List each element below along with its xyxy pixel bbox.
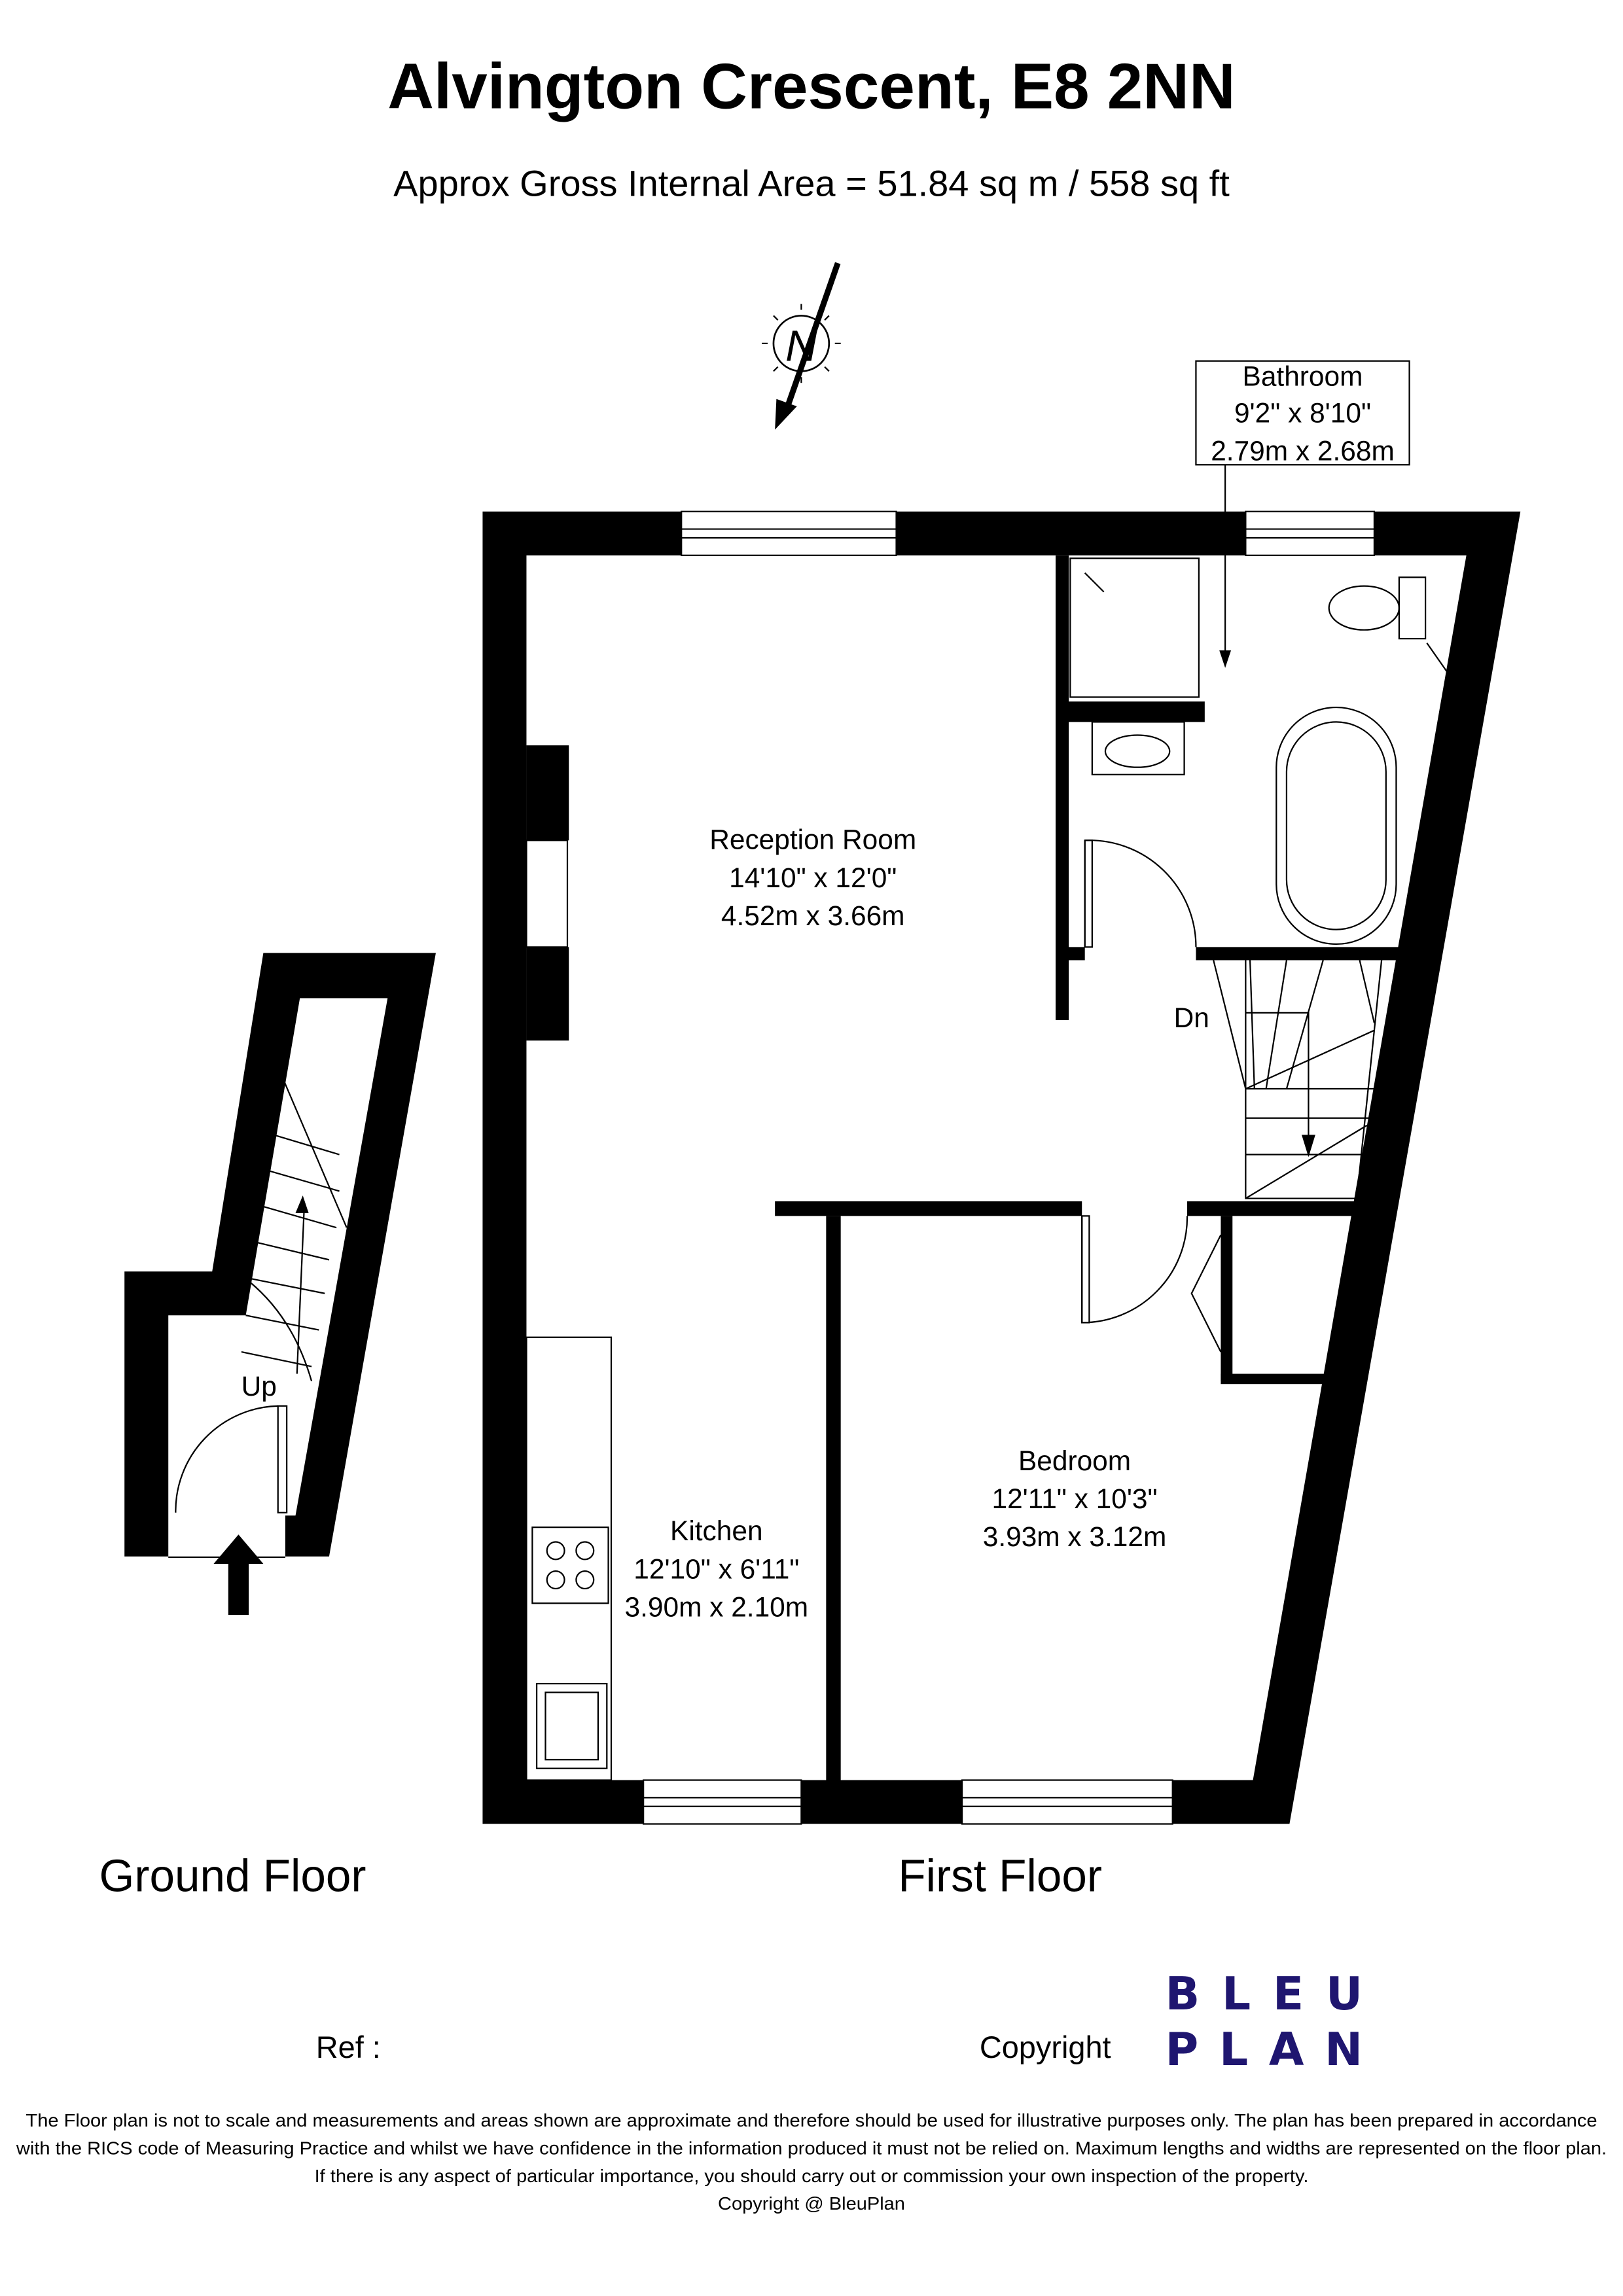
bathroom-fixtures (1069, 557, 1448, 945)
svg-text:14'10" x 12'0": 14'10" x 12'0" (729, 862, 897, 893)
entrance-arrow-icon (213, 1534, 264, 1616)
ref-label: Ref : (316, 2030, 381, 2064)
svg-text:Reception Room: Reception Room (709, 824, 916, 855)
reception-room-label: Reception Room 14'10" x 12'0" 4.52m x 3.… (709, 824, 916, 931)
svg-text:The Floor plan is not to scale: The Floor plan is not to scale and measu… (26, 2110, 1597, 2130)
area-subtitle: Approx Gross Internal Area = 51.84 sq m … (393, 162, 1230, 203)
svg-text:with the RICS code of Measurin: with the RICS code of Measuring Practice… (16, 2138, 1607, 2158)
svg-text:Kitchen: Kitchen (670, 1515, 762, 1546)
hob-icon (531, 1527, 609, 1604)
svg-text:4.52m x 3.66m: 4.52m x 3.66m (721, 900, 905, 931)
staircase-down (1213, 960, 1383, 1199)
svg-text:Copyright @ BleuPlan: Copyright @ BleuPlan (718, 2193, 905, 2214)
page-title: Alvington Crescent, E8 2NN (387, 50, 1235, 122)
disclaimer: The Floor plan is not to scale and measu… (16, 2110, 1607, 2214)
stairs-up-label: Up (241, 1371, 277, 1402)
door-arcs (1081, 839, 1222, 1352)
basin-icon (1091, 721, 1185, 775)
ground-floor-walls (124, 953, 436, 1616)
bedroom-label: Bedroom 12'11" x 10'3" 3.93m x 3.12m (983, 1445, 1167, 1552)
shower-icon (1069, 557, 1200, 698)
kitchen-fixtures (526, 1336, 613, 1781)
svg-text:If there is any aspect of part: If there is any aspect of particular imp… (315, 2166, 1309, 2186)
svg-text:3.93m x 3.12m: 3.93m x 3.12m (983, 1521, 1167, 1552)
stairs-down-label: Dn (1174, 1002, 1209, 1033)
sink-icon (535, 1683, 608, 1769)
svg-text:B L E U: B L E U (1166, 1968, 1363, 2021)
svg-text:12'10" x 6'11": 12'10" x 6'11" (633, 1553, 799, 1584)
bleuplan-logo: B L E U P L A N (1166, 1968, 1363, 2076)
bathroom-label: Bathroom 9'2" x 8'10" 2.79m x 2.68m (1195, 360, 1410, 668)
bathtub-icon (1275, 706, 1397, 945)
svg-text:2.79m x 2.68m: 2.79m x 2.68m (1211, 436, 1395, 467)
kitchen-counter (526, 1336, 613, 1781)
svg-text:P L A N: P L A N (1166, 2024, 1363, 2076)
entrance-door (175, 1405, 288, 1513)
svg-text:9'2" x 8'10": 9'2" x 8'10" (1234, 398, 1371, 429)
first-floor-walls (482, 510, 1521, 1825)
kitchen-label: Kitchen 12'10" x 6'11" 3.90m x 2.10m (625, 1515, 809, 1622)
svg-text:3.90m x 2.10m: 3.90m x 2.10m (625, 1591, 809, 1622)
toilet-cistern-icon (1398, 576, 1427, 640)
copyright-label: Copyright (980, 2030, 1111, 2064)
svg-text:N: N (785, 322, 817, 371)
north-arrow-icon: N (762, 262, 841, 430)
svg-text:12'11" x 10'3": 12'11" x 10'3" (991, 1483, 1157, 1514)
toilet-icon (1328, 585, 1400, 631)
first-floor-label: First Floor (898, 1850, 1102, 1901)
svg-text:Bedroom: Bedroom (1018, 1445, 1131, 1476)
ground-floor-label: Ground Floor (99, 1850, 366, 1901)
svg-text:Bathroom: Bathroom (1243, 361, 1363, 392)
